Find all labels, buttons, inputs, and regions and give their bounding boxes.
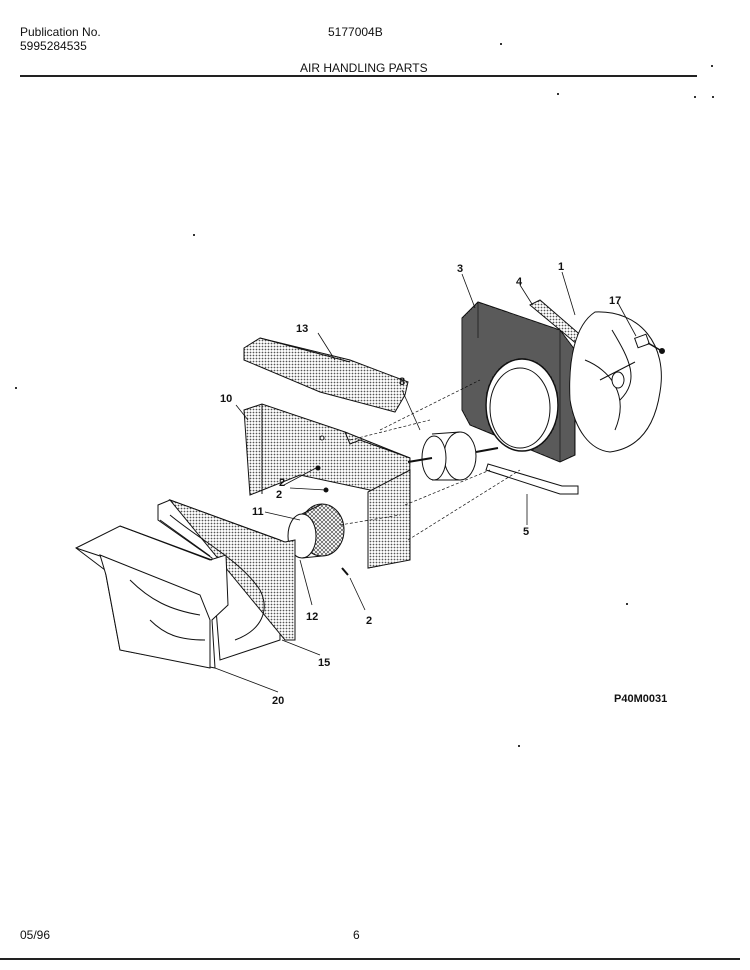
scan-speck: [694, 96, 696, 98]
part-8-fan-motor: [407, 431, 499, 481]
publication-label: Publication No.: [20, 25, 101, 39]
model-number: 5177004B: [328, 25, 383, 39]
leader-lines: [214, 271, 637, 693]
callout-12: 12: [306, 611, 318, 623]
scan-speck: [557, 93, 559, 95]
scan-speck: [712, 96, 714, 98]
callout-11: 11: [252, 506, 264, 518]
callout-2b: 2: [276, 489, 282, 501]
scan-speck: [15, 387, 17, 389]
callout-1: 1: [558, 261, 564, 273]
scan-speck: [711, 65, 713, 67]
callout-4: 4: [516, 276, 523, 288]
scan-speck: [518, 745, 520, 747]
part-3-shroud: [461, 301, 576, 463]
callout-labels: 1 2 2 2 3 4 5 8 10 11 12 13 15 17 20: [220, 261, 621, 707]
assembly-guide-lines: [339, 379, 521, 541]
publication-number: 5995284535: [20, 39, 87, 53]
callout-13: 13: [296, 323, 308, 335]
scan-speck: [193, 234, 195, 236]
scan-speck: [626, 603, 628, 605]
callout-3: 3: [457, 263, 463, 275]
callout-10: 10: [220, 393, 232, 405]
callout-2a: 2: [279, 477, 285, 489]
part-10-partition-panel: [243, 403, 411, 569]
callout-8: 8: [399, 376, 405, 388]
part-20-front-panel: [75, 525, 229, 669]
part-1-fan-blade: [569, 311, 662, 453]
part-11-blower-wheel: [287, 503, 345, 559]
scan-speck: [500, 43, 502, 45]
callout-20: 20: [272, 695, 284, 707]
part-17-fan-clip: [634, 333, 665, 354]
footer-date: 05/96: [20, 928, 51, 942]
drawing-code: P40M0031: [614, 693, 668, 705]
part-5-base-bracket: [485, 463, 579, 495]
callout-2c: 2: [366, 615, 372, 627]
footer-rule: [0, 958, 740, 960]
callout-5: 5: [523, 526, 529, 538]
part-13-top-panel: [243, 337, 409, 413]
page-number: 6: [353, 928, 360, 942]
header-rule: [20, 75, 697, 77]
section-title: AIR HANDLING PARTS: [300, 61, 428, 75]
callout-15: 15: [318, 657, 330, 669]
callout-17: 17: [609, 295, 621, 307]
